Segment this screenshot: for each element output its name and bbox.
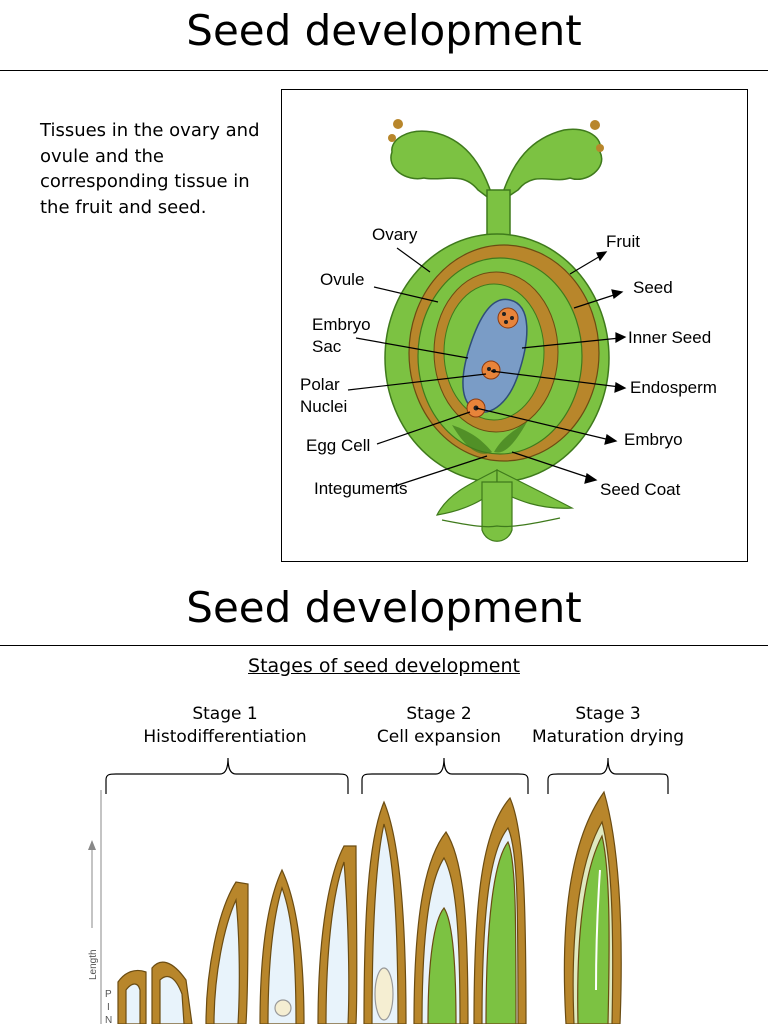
polar-nuclei: [481, 360, 501, 380]
page-title: Seed development: [186, 6, 582, 55]
label-embryo-sac-1: Embryo: [312, 315, 371, 334]
stages-svg: Length P I N: [88, 757, 669, 1024]
label-seed: Seed: [633, 278, 673, 297]
ovary-diagram: Ovary Ovule Embryo Sac Polar Nuclei Egg …: [281, 89, 748, 562]
page-title-2: Seed development: [186, 583, 582, 632]
label-embryo-sac-2: Sac: [312, 337, 342, 356]
stage-1-label: Stage 1 Histodifferentiation: [114, 703, 336, 749]
axis-mark-p: P: [105, 989, 112, 1000]
axis-mark-i: I: [107, 1002, 110, 1013]
label-seed-coat: Seed Coat: [600, 480, 681, 499]
sepals: [435, 469, 575, 542]
antipodal-nuclei: [497, 307, 519, 329]
label-leaders-left: [347, 247, 488, 488]
label-polar-nuclei-2: Nuclei: [300, 397, 347, 416]
stage-1-desc: Histodifferentiation: [143, 727, 307, 747]
stages-illustration: Length P I N: [0, 750, 768, 1024]
label-embryo: Embryo: [624, 430, 683, 449]
title-divider-2: [0, 645, 768, 646]
seed-sequence: [117, 790, 622, 1024]
label-polar-nuclei-1: Polar: [300, 375, 340, 394]
label-egg-cell: Egg Cell: [306, 436, 370, 455]
stigma: [388, 119, 604, 204]
stage-3-name: Stage 3: [575, 704, 641, 724]
stage-1-name: Stage 1: [192, 704, 258, 724]
label-arrows-right: [475, 251, 627, 484]
label-ovule: Ovule: [320, 270, 364, 289]
length-axis-label: Length: [88, 949, 99, 980]
length-axis: Length P I N: [88, 790, 112, 1024]
axis-mark-n: N: [105, 1015, 112, 1024]
title-divider: [0, 70, 768, 71]
intro-text: Tissues in the ovary and ovule and the c…: [40, 120, 260, 218]
stage-2-label: Stage 2 Cell expansion: [362, 703, 516, 749]
label-endosperm: Endosperm: [630, 378, 717, 397]
stages-subtitle: Stages of seed development: [248, 655, 520, 677]
label-inner-seed: Inner Seed: [628, 328, 711, 347]
label-fruit: Fruit: [606, 232, 640, 251]
label-ovary: Ovary: [372, 225, 418, 244]
ovary-diagram-svg: Ovary Ovule Embryo Sac Polar Nuclei Egg …: [300, 119, 717, 542]
stage-3-desc: Maturation drying: [531, 727, 685, 747]
stage-2-name: Stage 2: [406, 704, 472, 724]
stage-3-label: Stage 3 Maturation drying: [522, 703, 694, 749]
label-integuments: Integuments: [314, 479, 408, 498]
stage-2-desc: Cell expansion: [376, 727, 502, 747]
stage-braces: [105, 757, 669, 794]
